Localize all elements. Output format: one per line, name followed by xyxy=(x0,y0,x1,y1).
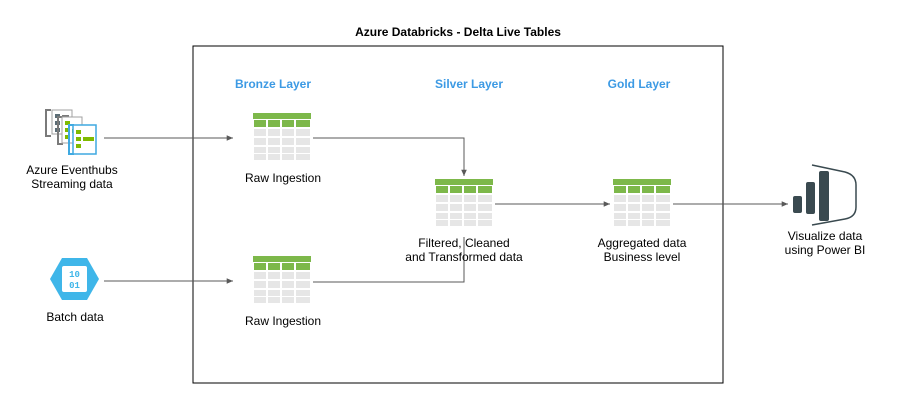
svg-text:10: 10 xyxy=(69,270,80,280)
gold-label-line2: Business level xyxy=(603,250,681,264)
bronze-layer-heading: Bronze Layer xyxy=(234,77,312,91)
powerbi-label-line2: using Power BI xyxy=(784,243,866,257)
raw-ingestion-bottom-table-icon xyxy=(253,256,311,304)
silver-label-line1: Filtered, Cleaned xyxy=(418,236,510,250)
powerbi-label: Visualize data using Power BI xyxy=(785,229,866,257)
powerbi-label-line1: Visualize data xyxy=(787,229,863,243)
silver-table-label: Filtered, Cleaned and Transformed data xyxy=(405,236,522,264)
batch-data-label: Batch data xyxy=(46,310,104,324)
raw-ingestion-top-label: Raw Ingestion xyxy=(244,171,322,185)
gold-layer-heading: Gold Layer xyxy=(607,77,671,91)
arrow-raw-top-to-silver xyxy=(313,137,467,176)
azure-eventhubs-icon xyxy=(45,109,97,155)
batch-data-icon: 10 01 xyxy=(50,258,99,300)
eventhubs-label-line2: Streaming data xyxy=(31,177,113,191)
databricks-container xyxy=(192,45,724,384)
silver-table-icon xyxy=(435,179,493,227)
gold-table-icon xyxy=(613,179,671,227)
diagram-title: Azure Databricks - Delta Live Tables xyxy=(355,25,561,39)
raw-ingestion-top-table-icon xyxy=(253,113,311,161)
gold-label-line1: Aggregated data xyxy=(597,236,687,250)
eventhubs-label: Azure Eventhubs Streaming data xyxy=(26,163,117,191)
svg-text:01: 01 xyxy=(69,281,80,291)
gold-table-label: Aggregated data Business level xyxy=(598,236,687,264)
arrow-raw-bottom-to-silver xyxy=(313,237,465,283)
silver-layer-heading: Silver Layer xyxy=(434,77,504,91)
eventhubs-label-line1: Azure Eventhubs xyxy=(26,163,118,177)
raw-ingestion-bottom-label: Raw Ingestion xyxy=(244,314,322,328)
silver-label-line2: and Transformed data xyxy=(405,250,523,264)
power-bi-icon xyxy=(793,164,857,226)
